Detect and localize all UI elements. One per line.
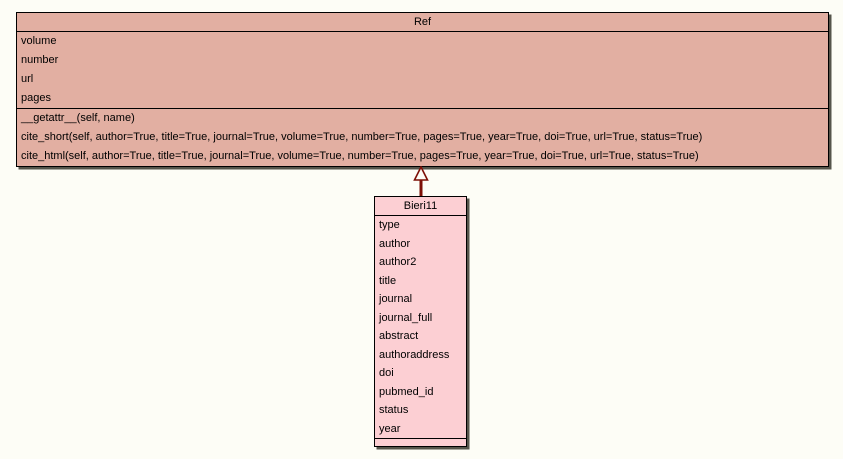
attribute-row: author: [379, 237, 411, 250]
attribute-row: author2: [379, 256, 417, 268]
attribute-row: pubmed_id: [379, 385, 434, 398]
hollow-triangle-icon: [413, 166, 429, 181]
attribute-row: journal_full: [379, 311, 433, 324]
method-row: cite_html(self, author=True, title=True,…: [21, 150, 699, 162]
attribute-row: pages: [21, 92, 51, 104]
attribute-row: year: [379, 422, 401, 435]
attributes-compartment: volume number url pages: [17, 32, 828, 109]
inheritance-arrow: [413, 166, 429, 197]
attribute-row: url: [21, 73, 34, 85]
attribute-row: journal: [379, 293, 413, 305]
method-row: __getattr__(self, name): [21, 112, 135, 124]
class-title: Bieri11: [375, 197, 466, 216]
methods-compartment: __getattr__(self, name) cite_short(self, …: [17, 109, 828, 166]
attributes-compartment: type author author2 title journal journal_ful…: [375, 216, 466, 439]
attribute-row: status: [379, 404, 409, 416]
attribute-row: authoraddress: [379, 348, 450, 361]
class-box-ref: Ref volume number url pages __getattr__(sel…: [16, 12, 829, 167]
class-box-bieri11: Bieri11 type author author2 title journal jou…: [374, 196, 467, 447]
method-row: cite_short(self, author=True, title=True…: [21, 131, 703, 143]
attribute-row: title: [379, 274, 397, 287]
class-title: Ref: [17, 13, 828, 32]
attribute-row: number: [21, 54, 59, 66]
attribute-row: abstract: [379, 330, 419, 342]
attribute-row: doi: [379, 367, 394, 379]
attribute-row: volume: [21, 35, 57, 47]
attribute-row: type: [379, 219, 400, 231]
methods-compartment: [375, 439, 466, 446]
